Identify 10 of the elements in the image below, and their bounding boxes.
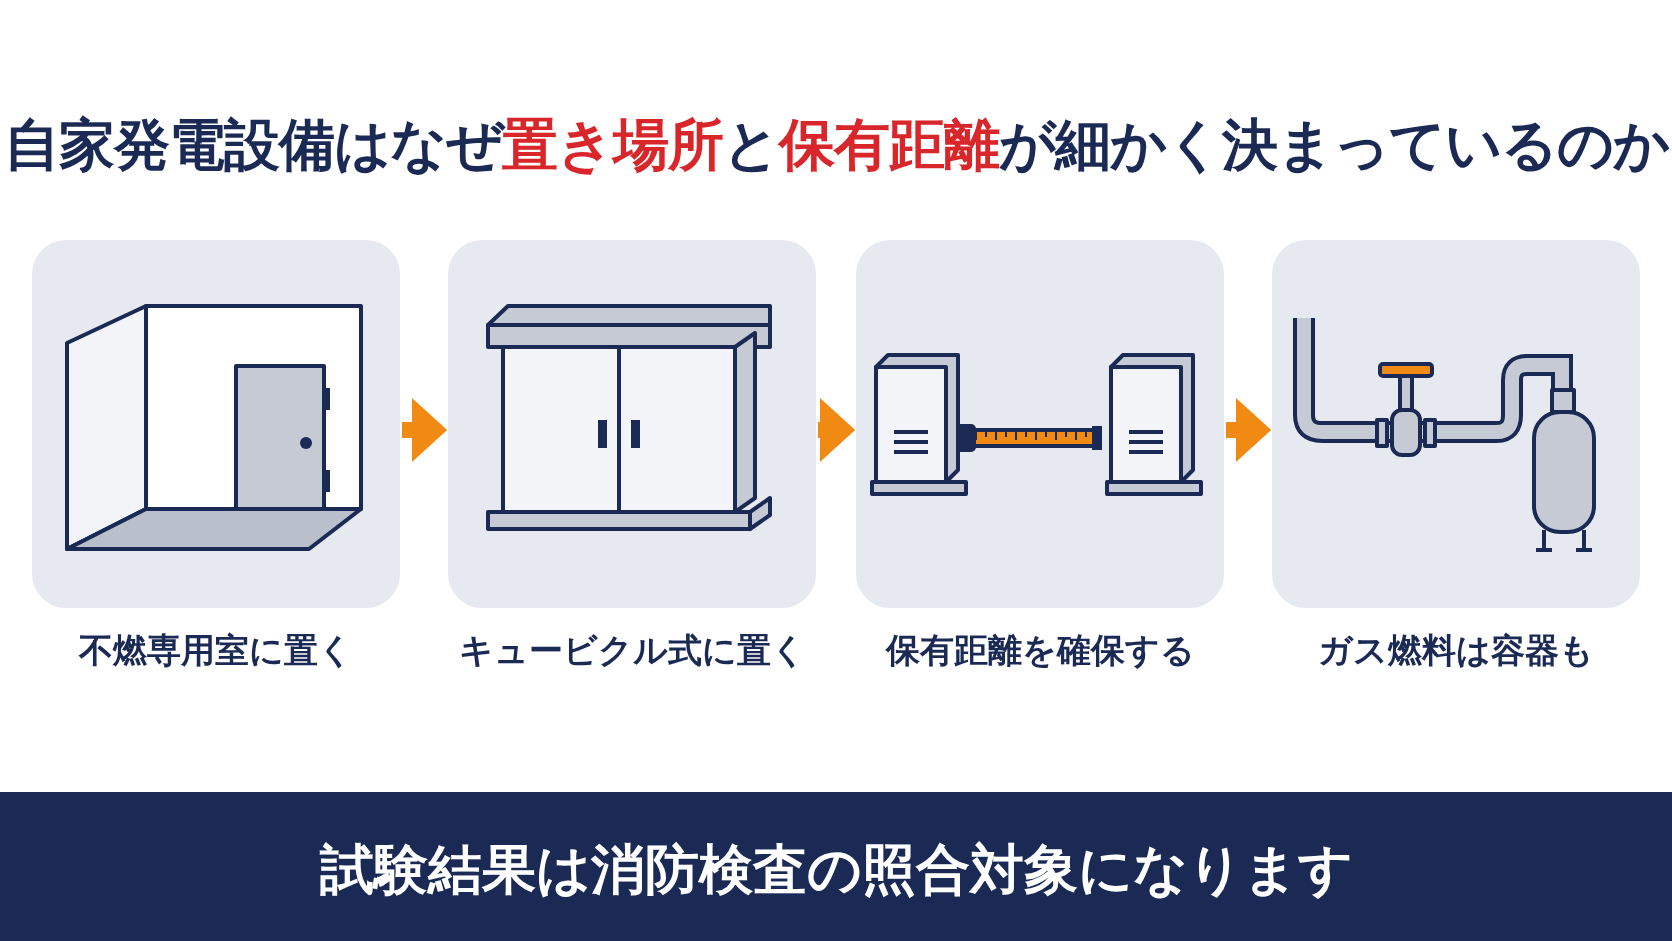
banner-text: 試験結果は消防検査の照合対象になります: [318, 837, 1354, 903]
banner: [0, 792, 1672, 941]
step-label: 不燃専用室に置く: [77, 629, 354, 672]
step-label: キュービクル式に置く: [457, 629, 807, 672]
title: 自家発電設備はなぜ置き場所と保有距離が細かく決まっているのか: [2, 111, 1670, 179]
step-label: ガス燃料は容器も: [1317, 629, 1595, 672]
step-label: 保有距離を確保する: [884, 629, 1196, 672]
arrow: [1226, 398, 1272, 462]
arrow: [818, 398, 856, 462]
arrow: [402, 398, 448, 462]
